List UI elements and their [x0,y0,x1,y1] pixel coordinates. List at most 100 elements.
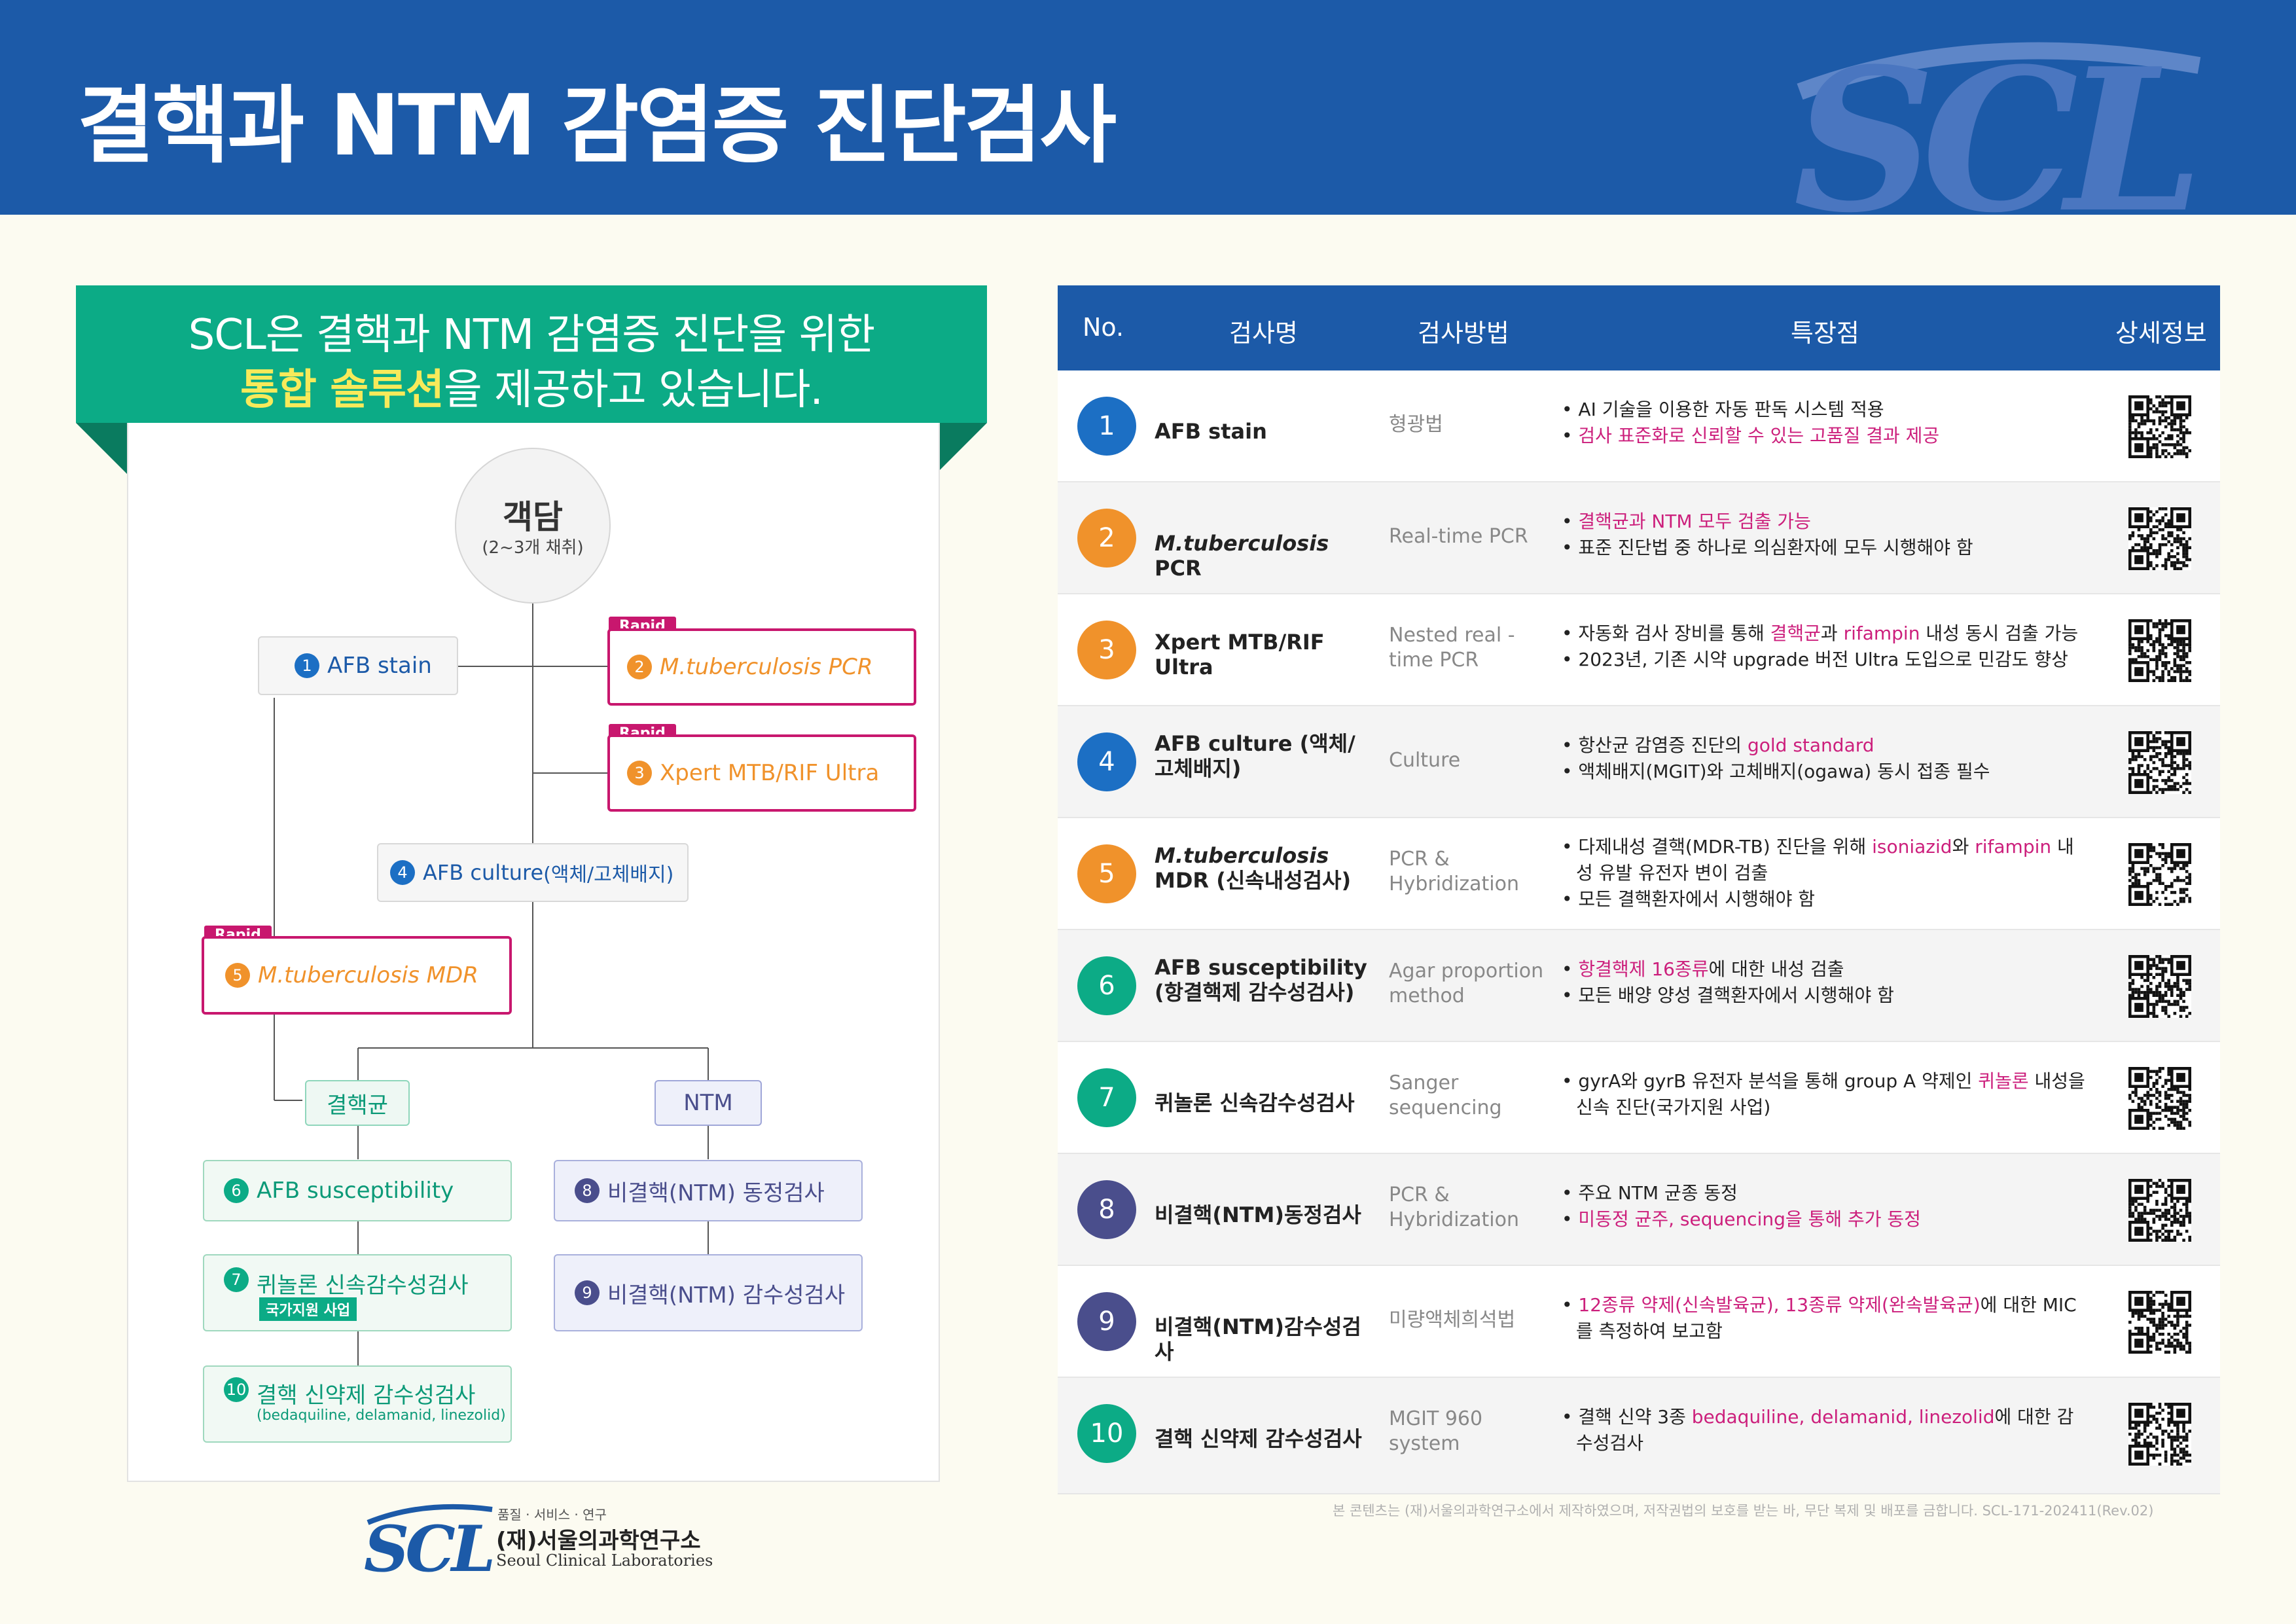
test-features: • 항산균 감염증 진단의 gold standard • 액체배지(MGIT)와… [1562,732,2085,785]
national-support-badge: 국가지원 사업 [259,1297,357,1321]
flow-box-label: Xpert MTB/RIF Ultra [660,760,880,786]
feature-text: 항결핵제 16종류 [1578,958,1709,980]
feature-text: 내성을 신속 진단(국가지원 사업) [1576,1070,2085,1118]
test-method: Nested real -time PCR [1389,624,1515,672]
feature-text: isoniazid [1872,836,1952,857]
sputum-sub: (2~3개 채취) [482,538,584,558]
qr-code-icon[interactable] [2128,731,2191,794]
feature-text: gyrA와 gyrB 유전자 분석을 통해 group A 약제인 [1578,1070,1979,1092]
feature-bullet: • 2023년, 기존 시약 upgrade 버전 Ultra 도입으로 민감도… [1562,649,2068,670]
intro-ribbon: SCL은 결핵과 NTM 감염증 진단을 위한 통합 솔루션을 제공하고 있습니… [76,285,987,423]
row-number-badge: 5 [1077,844,1136,903]
feature-text: 결핵 신약 3종 [1578,1406,1692,1428]
row-number-badge: 7 [1077,1068,1136,1127]
qr-code-icon[interactable] [2128,507,2191,570]
flow-box-label: 비결핵(NTM) 감수성검사 [607,1282,846,1308]
step-number: 3 [627,761,652,785]
test-features: • 주요 NTM 균종 동정 • 미동정 균주, sequencing을 통해 추… [1562,1180,2085,1233]
footer-org-name: (재)서울의과학연구소 [496,1528,701,1554]
feature-bullet: • 모든 결핵환자에서 시행해야 함 [1562,888,1816,910]
test-name: 비결핵(NTM)동정검사 [1155,1202,1361,1227]
footer-logo: SCL [364,1512,495,1586]
feature-bullet: • AI 기술을 이용한 자동 판독 시스템 적용 [1562,399,1884,420]
feature-text: 액체배지(MGIT)와 고체배지(ogawa) 동시 접종 필수 [1578,761,1990,782]
ribbon-line-2-rest: 을 제공하고 있습니다. [443,366,823,414]
feature-bullet: • 액체배지(MGIT)와 고체배지(ogawa) 동시 접종 필수 [1562,761,1990,782]
feature-text: 내성 동시 검출 가능 [1920,623,2079,644]
feature-bullet: • 항결핵제 16종류에 대한 내성 검출 [1562,958,1844,980]
footer-tagline: 품질 · 서비스 · 연구 [497,1507,607,1523]
test-method: PCR & Hybridization [1389,848,1519,895]
row-number-badge: 4 [1077,732,1136,791]
ribbon-highlight: 통합 솔루션 [240,366,444,414]
flow-box-label: M.tuberculosis MDR [258,962,478,988]
feature-text: AI 기술을 이용한 자동 판독 시스템 적용 [1578,399,1884,420]
feature-text: 과 [1820,623,1844,644]
qr-code-icon[interactable] [2128,1067,2191,1130]
feature-text: 결핵균과 NTM 모두 검출 가능 [1578,511,1811,532]
qr-code-icon[interactable] [2128,1291,2191,1354]
feature-bullet: • 미동정 균주, sequencing을 통해 추가 동정 [1562,1208,1921,1230]
qr-code-icon[interactable] [2128,619,2191,682]
page-title: 결핵과 NTM 감염증 진단검사 [77,77,1117,175]
feature-bullet: • 12종류 약제(신속발육균), 13종류 약제(완속발육균)에 대한 MIC… [1562,1294,2077,1342]
col-detail: 상세정보 [2115,319,2207,348]
feature-text: 모든 결핵환자에서 시행해야 함 [1578,888,1816,910]
feature-text: 내성 유발 유전자 변이 검출 [1576,836,2074,884]
flow-box-xpert[interactable]: 3 Xpert MTB/RIF Ultra [607,734,916,812]
flow-box-sub: (bedaquiline, delamanid, linezolid) [257,1407,506,1424]
feature-text: bedaquiline, delamanid, linezolid [1691,1406,1995,1428]
flow-box-label: AFB culture [423,860,544,885]
feature-text: 표준 진단법 중 하나로 의심환자에 모두 시행해야 함 [1578,537,1973,558]
row-number-badge: 6 [1077,956,1136,1015]
step-number: 2 [627,655,652,679]
qr-code-icon[interactable] [2128,955,2191,1018]
ntm-group-label: NTM [655,1080,762,1126]
feature-text: 에 대한 내성 검출 [1708,958,1844,980]
row-number-badge: 9 [1077,1292,1136,1351]
feature-bullet: • 항산균 감염증 진단의 gold standard [1562,734,1874,756]
qr-code-icon[interactable] [2128,1403,2191,1466]
feature-text: 자동화 검사 장비를 통해 [1578,623,1770,644]
test-method: 미량액체희석법 [1389,1308,1516,1331]
row-number-badge: 3 [1077,621,1136,679]
qr-code-icon[interactable] [2128,1179,2191,1242]
flow-box-label: 결핵 신약제 감수성검사 [257,1382,476,1409]
qr-code-icon[interactable] [2128,843,2191,906]
ribbon-line-2: 통합 솔루션을 제공하고 있습니다. [76,356,987,416]
feature-bullet: • 결핵 신약 3종 bedaquiline, delamanid, linez… [1562,1406,2074,1454]
test-name: 결핵 신약제 감수성검사 [1155,1426,1362,1451]
test-name: 퀴놀론 신속감수성검사 [1155,1091,1355,1115]
step-number: 8 [575,1178,600,1203]
test-method: Sanger sequencing [1389,1072,1502,1119]
col-no: No. [1083,313,1124,342]
feature-bullet: • 모든 배양 양성 결핵환자에서 시행해야 함 [1562,984,1894,1006]
feature-text: rifampin [1975,836,2052,857]
header-banner: SCL 결핵과 NTM 감염증 진단검사 [0,0,2296,215]
feature-bullet: • 다제내성 결핵(MDR-TB) 진단을 위해 isoniazid와 rifa… [1562,836,2074,884]
qr-code-icon[interactable] [2128,395,2191,458]
col-feature: 특장점 [1791,319,1859,348]
feature-text: rifampin [1843,623,1920,644]
test-features: • 결핵 신약 3종 bedaquiline, delamanid, linez… [1562,1404,2085,1456]
test-features: • 자동화 검사 장비를 통해 결핵균과 rifampin 내성 동시 검출 가… [1562,621,2085,673]
test-name: M.tuberculosis PCR [1155,531,1329,581]
feature-bullet: • 주요 NTM 균종 동정 [1562,1182,1738,1204]
